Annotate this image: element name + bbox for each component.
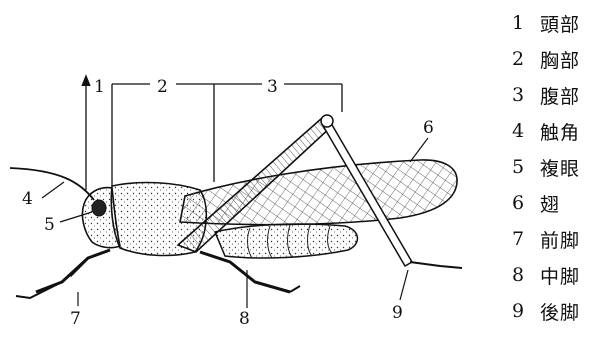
abdomen [215, 224, 357, 258]
legend-label: 腹部 [540, 82, 580, 109]
legend-number: 7 [512, 228, 540, 250]
legend-number: 4 [512, 120, 540, 142]
legend-number: 9 [512, 300, 540, 322]
legend-label: 胸部 [540, 46, 580, 73]
callout-9: 9 [392, 303, 403, 323]
legend-number: 1 [512, 12, 540, 34]
legend-label: 複眼 [540, 154, 580, 181]
legend-number: 8 [512, 264, 540, 286]
callout-1: 1 [94, 77, 105, 97]
legend-number: 5 [512, 156, 540, 178]
front-leg [36, 250, 110, 292]
callout-5: 5 [44, 215, 55, 235]
legend-number: 6 [512, 192, 540, 214]
callout-3: 3 [267, 77, 278, 97]
legend-number: 3 [512, 84, 540, 106]
callout-8: 8 [239, 309, 250, 329]
legend-label: 前脚 [540, 226, 580, 253]
callout-7: 7 [70, 309, 81, 329]
callout-6: 6 [423, 118, 434, 138]
callout-2: 2 [157, 77, 168, 97]
legend-label: 中脚 [540, 262, 580, 289]
legend-label: 翅 [540, 190, 560, 217]
legend-label: 触角 [540, 118, 580, 145]
legend-label: 頭部 [540, 10, 580, 37]
callout-4: 4 [22, 189, 33, 209]
legend-number: 2 [512, 48, 540, 70]
compound-eye [92, 200, 106, 216]
legend-label: 後脚 [540, 298, 580, 325]
